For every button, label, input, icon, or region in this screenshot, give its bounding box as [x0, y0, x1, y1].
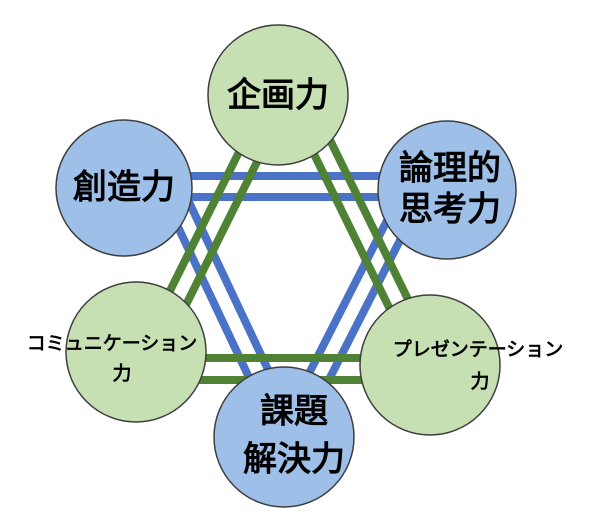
label-kadai-line1: 課題 — [260, 392, 328, 432]
label-ronri-line1: 論理的 — [399, 149, 501, 189]
label-presen-line2: 力 — [470, 370, 489, 393]
node-souzou — [55, 119, 193, 257]
node-ronri — [377, 120, 517, 260]
label-souzou: 創造力 — [73, 168, 175, 208]
node-kadai — [213, 366, 355, 508]
node-comm — [65, 281, 207, 423]
label-kadai-line2: 解決力 — [243, 440, 345, 480]
label-comm-line1: コミュニケーション — [27, 333, 198, 355]
node-kikaku — [207, 24, 349, 166]
node-presen — [359, 294, 501, 436]
label-comm-line2: 力 — [112, 362, 131, 385]
blue-line — [166, 208, 266, 407]
label-kikaku: 企画力 — [227, 76, 329, 116]
label-ronri-line2: 思考力 — [399, 190, 501, 230]
label-presen-line1: プレゼンテーション — [393, 338, 564, 361]
